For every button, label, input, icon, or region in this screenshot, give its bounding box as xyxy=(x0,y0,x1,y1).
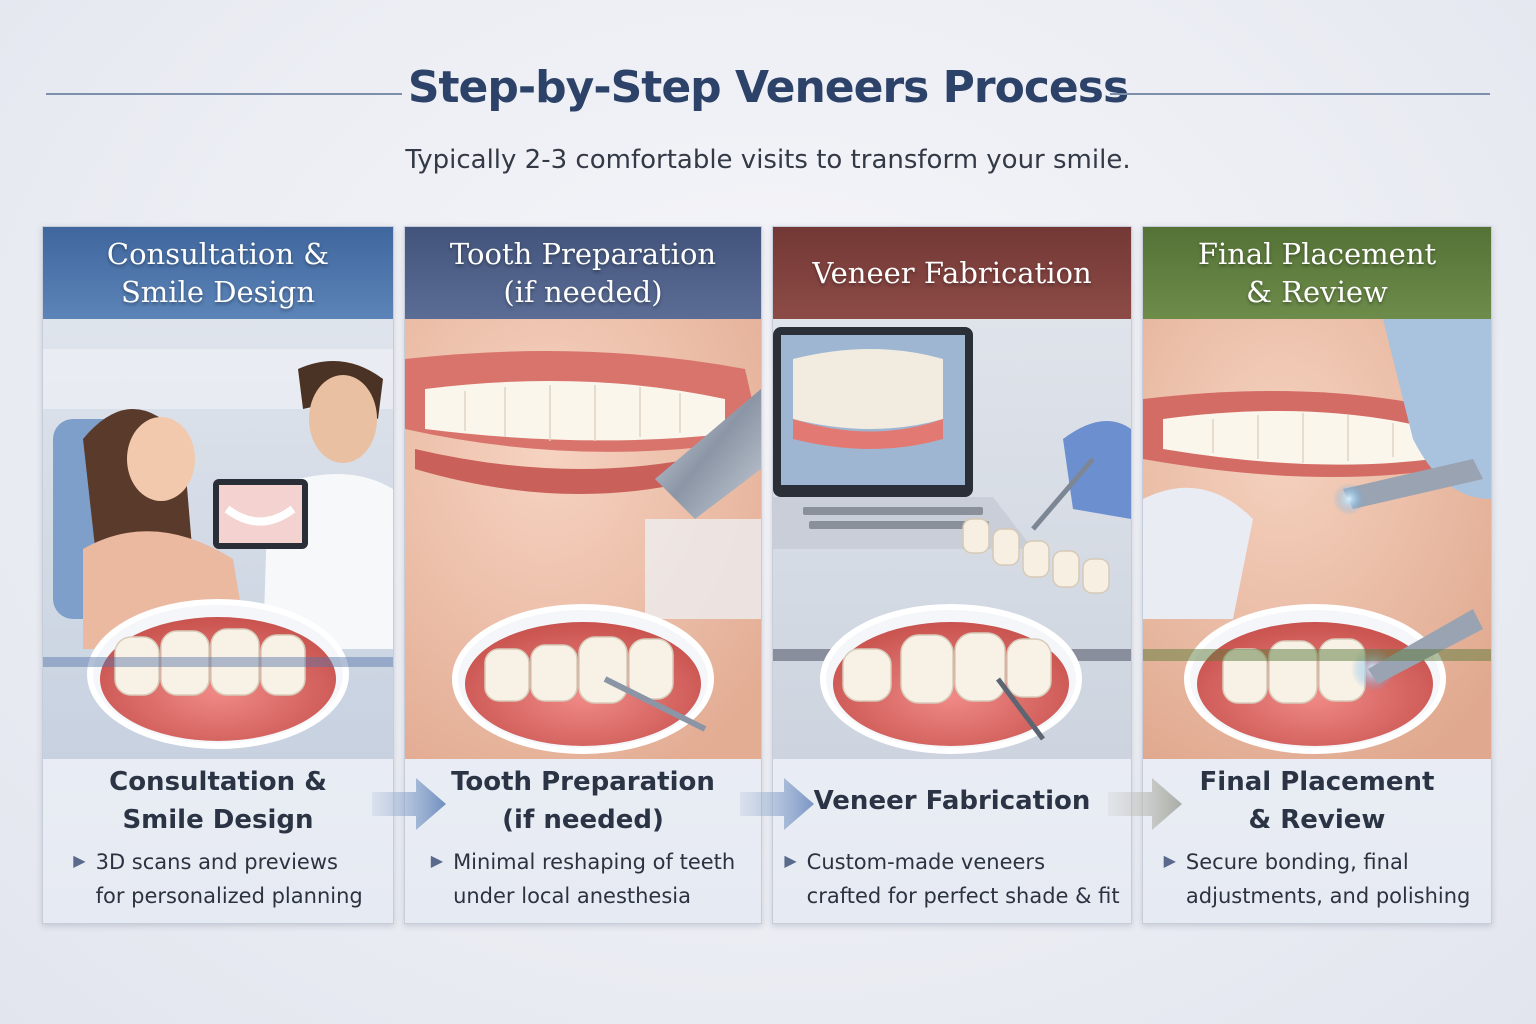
triangle-bullet-icon: ▶ xyxy=(430,851,444,870)
chevron-arrow-icon xyxy=(372,778,446,830)
step-description: ▶ Secure bonding, final adjustments, and… xyxy=(1143,845,1491,913)
step-title: Final Placement & Review xyxy=(1199,767,1435,835)
page-title: Step-by-Step Veneers Process xyxy=(407,62,1129,113)
step-description-text: Minimal reshaping of teeth under local a… xyxy=(453,850,736,908)
title-divider-left xyxy=(46,93,402,95)
title-divider-right xyxy=(1110,93,1490,95)
step-card-preparation: Tooth Preparation (if needed) xyxy=(404,226,762,924)
triangle-bullet-icon: ▶ xyxy=(73,851,86,870)
step-card-fabrication: Veneer Fabrication xyxy=(772,226,1132,924)
step-description-text: Secure bonding, final adjustments, and p… xyxy=(1185,850,1471,908)
step-description: ▶ 3D scans and previews for personalized… xyxy=(43,845,393,913)
preparation-photo xyxy=(405,319,761,759)
step-header: Final Placement & Review xyxy=(1143,227,1491,319)
page-subtitle: Typically 2-3 comfortable visits to tran… xyxy=(405,145,1131,175)
triangle-bullet-icon: ▶ xyxy=(1163,851,1176,870)
chevron-arrow-icon xyxy=(740,778,814,830)
step-description-text: 3D scans and previews for personalized p… xyxy=(95,850,363,908)
step-description: ▶ Custom-made veneers crafted for perfec… xyxy=(773,845,1131,913)
step-header: Veneer Fabrication xyxy=(773,227,1131,319)
step-header: Tooth Preparation (if needed) xyxy=(405,227,761,319)
triangle-bullet-icon: ▶ xyxy=(784,851,797,870)
step-title: Veneer Fabrication xyxy=(813,786,1091,816)
step-title: Consultation & Smile Design xyxy=(109,767,327,835)
consultation-photo xyxy=(43,319,393,759)
step-description-text: Custom-made veneers crafted for perfect … xyxy=(806,850,1120,908)
step-card-consultation: Consultation & Smile Design xyxy=(42,226,394,924)
step-card-placement: Final Placement & Review xyxy=(1142,226,1492,924)
placement-photo xyxy=(1143,319,1491,759)
step-title: Tooth Preparation (if needed) xyxy=(451,767,715,835)
step-header: Consultation & Smile Design xyxy=(43,227,393,319)
fabrication-photo xyxy=(773,319,1131,759)
chevron-arrow-icon xyxy=(1108,778,1182,830)
title-row: Step-by-Step Veneers Process xyxy=(0,62,1536,122)
step-description: ▶ Minimal reshaping of teeth under local… xyxy=(405,845,761,913)
